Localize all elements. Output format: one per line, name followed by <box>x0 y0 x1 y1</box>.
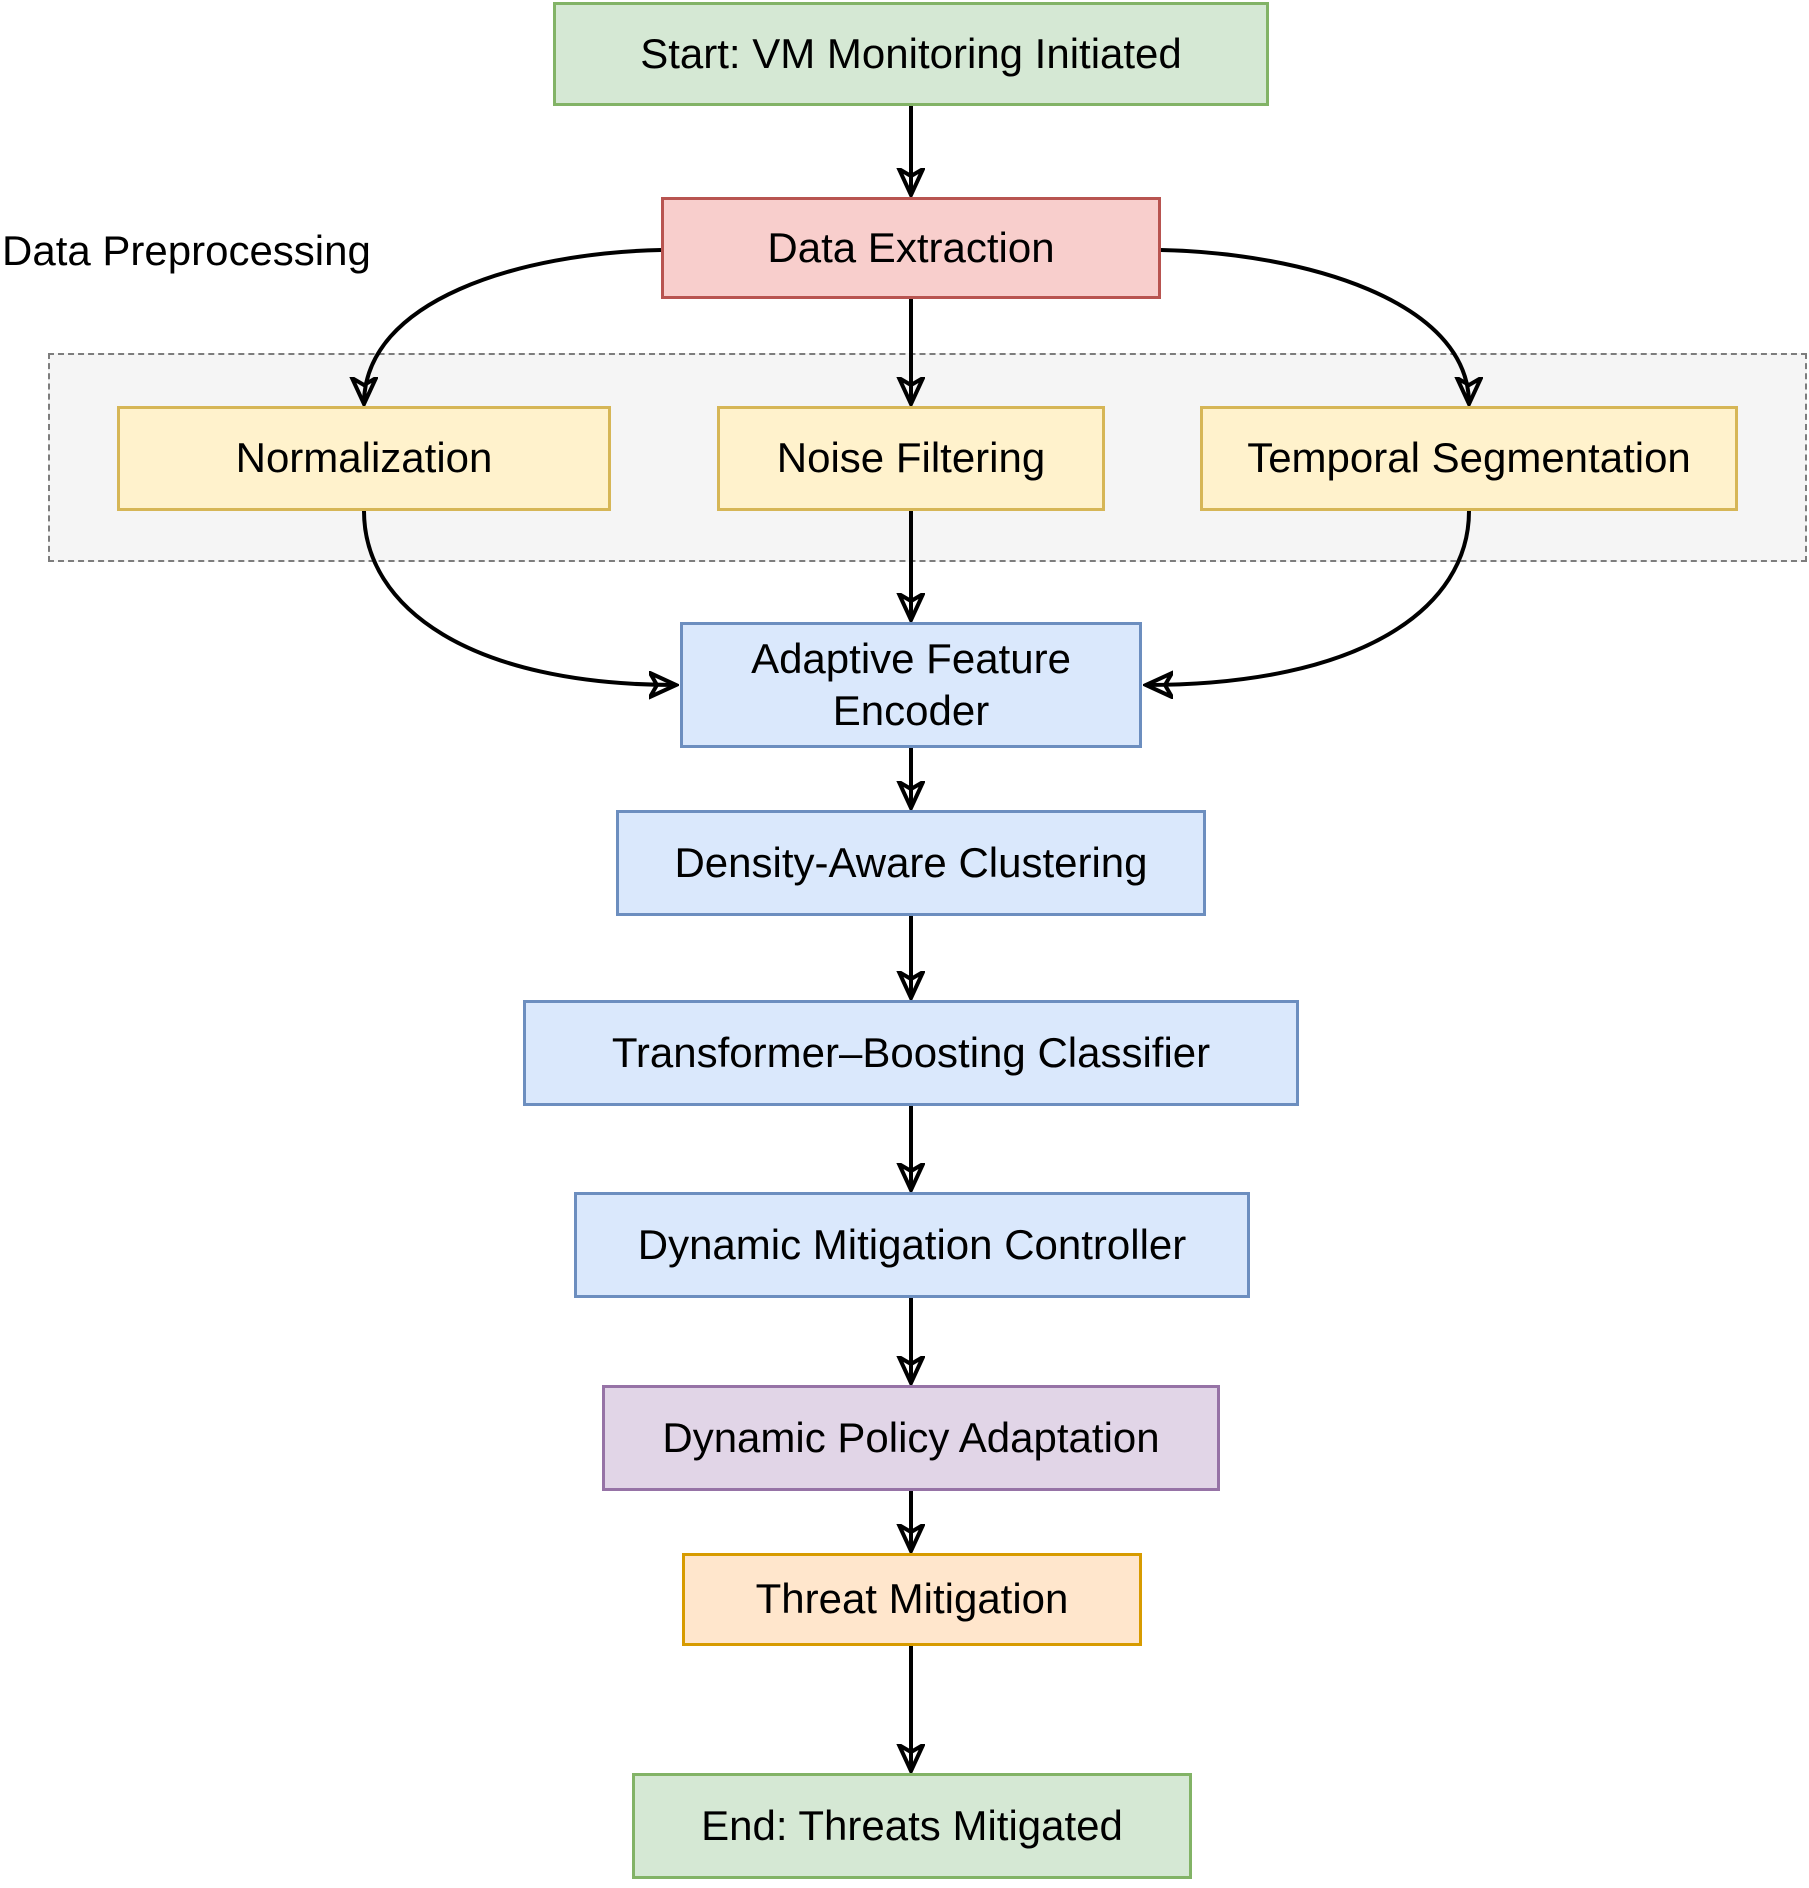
node-end-label: End: Threats Mitigated <box>701 1801 1123 1849</box>
node-normalization-label: Normalization <box>235 434 493 482</box>
node-threat-mitigation: Threat Mitigation <box>682 1553 1142 1646</box>
node-adaptive-feature-encoder-label: Adaptive Feature Encoder <box>751 634 1071 735</box>
node-noise-filtering-label: Noise Filtering <box>776 434 1046 482</box>
node-data-extraction: Data Extraction <box>661 197 1161 299</box>
node-transformer-boosting-classifier: Transformer–Boosting Classifier <box>523 1000 1299 1106</box>
node-dynamic-policy-adaptation-label: Dynamic Policy Adaptation <box>662 1413 1160 1461</box>
node-threat-mitigation-label: Threat Mitigation <box>755 1575 1069 1623</box>
node-start-label: Start: VM Monitoring Initiated <box>640 29 1182 77</box>
node-normalization: Normalization <box>117 406 611 511</box>
edge-data-extraction-to-temporal-segmentation <box>1160 248 1469 404</box>
node-density-aware-clustering-label: Density-Aware Clustering <box>674 838 1148 886</box>
node-transformer-boosting-classifier-label: Transformer–Boosting Classifier <box>611 1028 1211 1076</box>
node-temporal-segmentation-label: Temporal Segmentation <box>1247 434 1691 482</box>
node-end: End: Threats Mitigated <box>632 1773 1192 1879</box>
node-start: Start: VM Monitoring Initiated <box>553 2 1269 106</box>
node-dynamic-mitigation-controller: Dynamic Mitigation Controller <box>574 1192 1250 1298</box>
node-temporal-segmentation: Temporal Segmentation <box>1200 406 1738 511</box>
data-preprocessing-label: Data Preprocessing <box>2 227 371 274</box>
node-adaptive-feature-encoder: Adaptive Feature Encoder <box>680 622 1142 748</box>
node-dynamic-mitigation-controller-label: Dynamic Mitigation Controller <box>637 1220 1187 1268</box>
node-data-extraction-label: Data Extraction <box>767 223 1055 271</box>
edge-normalization-to-encoder <box>362 510 676 685</box>
node-dynamic-policy-adaptation: Dynamic Policy Adaptation <box>602 1385 1220 1491</box>
edge-temporal-segmentation-to-encoder <box>1146 510 1471 685</box>
edge-data-extraction-to-normalization <box>364 248 662 404</box>
node-density-aware-clustering: Density-Aware Clustering <box>616 810 1206 916</box>
node-noise-filtering: Noise Filtering <box>717 406 1105 511</box>
